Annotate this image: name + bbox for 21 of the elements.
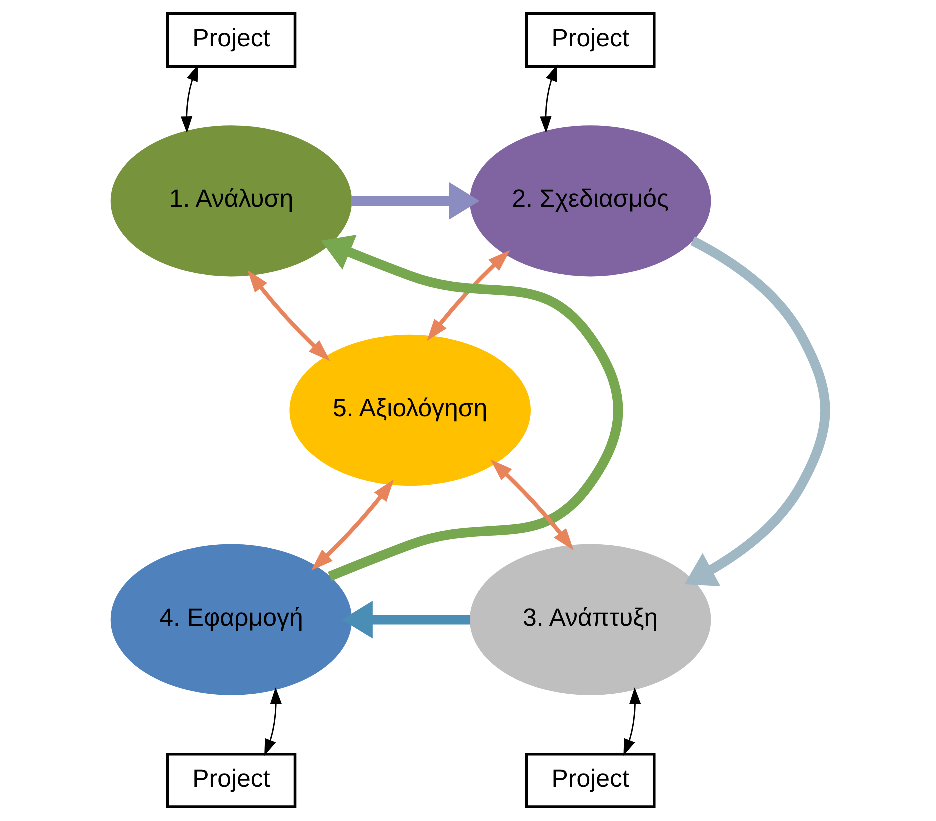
- arrow: [342, 601, 470, 639]
- node-ellipse: 2. Σχεδιασμός: [469, 126, 711, 277]
- node-box: Project: [166, 752, 296, 808]
- arrow: [247, 270, 330, 362]
- node-box: Project: [166, 12, 296, 68]
- arrow: [426, 250, 510, 342]
- arrow: [490, 460, 574, 551]
- arrow: [320, 235, 623, 582]
- arrow: [310, 480, 394, 571]
- arrow: [350, 182, 480, 220]
- node-ellipse: 5. Αξιολόγηση: [289, 334, 530, 486]
- arrow: [264, 688, 282, 756]
- node-box: Project: [524, 752, 656, 808]
- node-ellipse: 4. Εφαρμογή: [110, 544, 352, 696]
- arrow: [180, 64, 198, 134]
- node-box: Project: [524, 12, 656, 68]
- node-ellipse: 1. Ανάλυση: [110, 126, 352, 277]
- arrow: [684, 236, 830, 586]
- arrow: [540, 64, 558, 134]
- arrow: [623, 688, 641, 756]
- node-ellipse: 3. Ανάπτυξη: [469, 544, 711, 696]
